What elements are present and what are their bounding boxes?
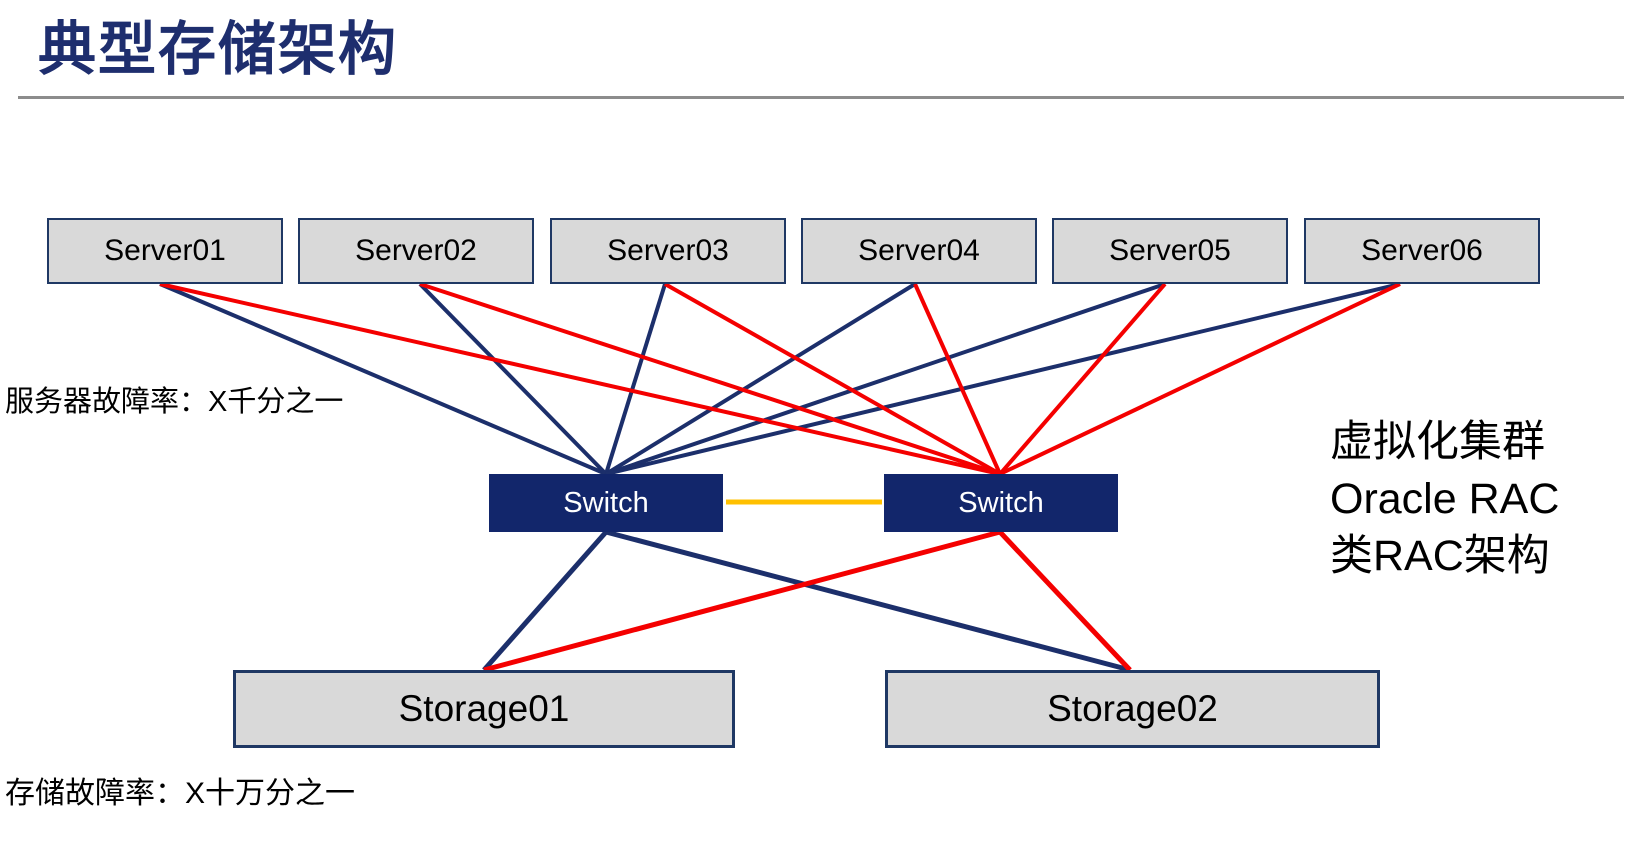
cluster-note: 虚拟化集群 Oracle RAC 类RAC架构 xyxy=(1330,414,1559,585)
server05-label: Server05 xyxy=(1109,234,1231,267)
cluster-note-line-1: 虚拟化集群 xyxy=(1330,418,1545,466)
node-server05: Server05 xyxy=(1052,218,1288,284)
node-storage01: Storage01 xyxy=(233,670,735,748)
edge-server04-switchB xyxy=(913,283,1002,475)
server06-label: Server06 xyxy=(1361,234,1483,267)
node-server02: Server02 xyxy=(298,218,534,284)
cluster-note-line-3: 类RAC架构 xyxy=(1330,532,1550,580)
edge-server05-switchB xyxy=(998,282,1167,476)
server04-label: Server04 xyxy=(858,234,980,267)
storage-failure-note: 存储故障率：X十万分之一 xyxy=(5,777,356,810)
edge-server02-switchA xyxy=(418,282,608,476)
edge-server05-switchA xyxy=(605,282,1166,476)
edge-switchB-storage01 xyxy=(483,529,1001,673)
node-server06: Server06 xyxy=(1304,218,1540,284)
storage01-label: Storage01 xyxy=(398,688,570,729)
node-storage02: Storage02 xyxy=(885,670,1380,748)
node-server04: Server04 xyxy=(801,218,1037,284)
cluster-note-line-2: Oracle RAC xyxy=(1330,475,1560,523)
edge-server06-switchB xyxy=(999,282,1401,476)
edge-switchA-storage01 xyxy=(482,530,608,672)
storage02-label: Storage02 xyxy=(1047,688,1218,729)
edge-server04-switchA xyxy=(604,282,917,476)
switch-right-label: Switch xyxy=(958,486,1044,519)
edge-server01-switchA xyxy=(159,282,607,476)
switch-left-label: Switch xyxy=(563,486,649,519)
edge-server06-switchA xyxy=(605,282,1401,476)
node-switch-left: Switch xyxy=(489,474,723,532)
server01-label: Server01 xyxy=(104,234,226,267)
node-switch-right: Switch xyxy=(884,474,1118,532)
edge-server02-switchB xyxy=(419,282,1001,476)
server-failure-note: 服务器故障率：X千分之一 xyxy=(5,386,344,418)
node-server03: Server03 xyxy=(550,218,786,284)
server03-label: Server03 xyxy=(607,234,729,267)
node-server01: Server01 xyxy=(47,218,283,284)
server02-label: Server02 xyxy=(355,234,477,267)
edge-switchB-storage02 xyxy=(998,530,1132,672)
edge-server03-switchA xyxy=(604,283,667,475)
edge-server01-switchB xyxy=(159,282,1001,476)
edge-switchA-storage02 xyxy=(605,529,1131,673)
page-title: 典型存储架构 xyxy=(38,17,399,82)
title-divider xyxy=(18,96,1624,99)
edge-server03-switchB xyxy=(664,282,1001,476)
